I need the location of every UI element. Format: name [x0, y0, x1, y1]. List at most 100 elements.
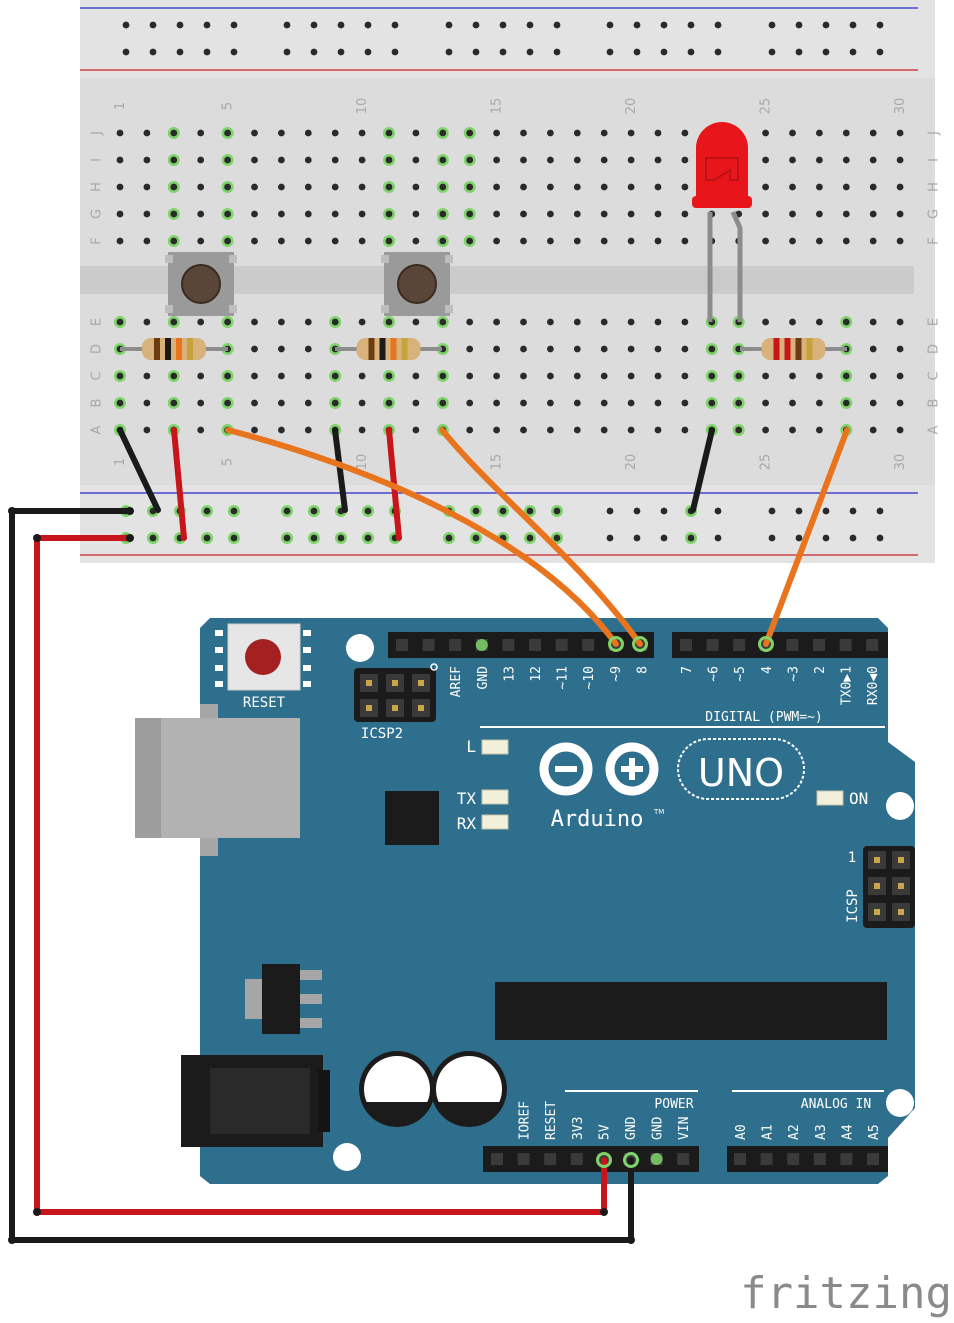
breadboard-hole	[439, 237, 447, 245]
led-on	[816, 790, 844, 806]
pin-contact	[418, 680, 424, 686]
breadboard-hole	[600, 399, 608, 407]
breadboard-hole	[331, 372, 339, 380]
rail-hole	[472, 21, 480, 29]
breadboard-hole	[600, 156, 608, 164]
rail-hole	[876, 48, 884, 56]
breadboard-hole	[224, 372, 232, 380]
breadboard-hole	[600, 426, 608, 434]
breadboard-hole	[816, 129, 823, 137]
breadboard-hole	[816, 399, 823, 407]
breadboard-hole	[762, 183, 769, 191]
breadboard-hole	[762, 372, 769, 380]
breadboard-hole	[547, 210, 554, 218]
reset-button[interactable]	[215, 623, 311, 691]
wire-endpoints	[8, 507, 774, 1244]
breadboard-hole	[251, 426, 258, 434]
orange-wire-pin4[interactable]	[763, 427, 850, 647]
column-number-top: 30	[893, 98, 908, 115]
rail-hole	[714, 48, 722, 56]
row-letter-right: I	[927, 158, 942, 162]
breadboard-hole	[869, 426, 877, 434]
breadboard-hole	[842, 372, 850, 380]
red-led[interactable]	[692, 122, 752, 322]
rail-hole	[472, 48, 480, 56]
breadboard-hole	[735, 372, 743, 380]
rail-hole	[553, 48, 561, 56]
breadboard-hole	[304, 345, 312, 353]
uno-badge-frame	[677, 738, 805, 800]
row-letter-right: H	[927, 182, 942, 192]
breadboard-hole	[466, 156, 474, 164]
orange-wire-pin8[interactable]	[439, 427, 643, 647]
breadboard-hole	[789, 372, 796, 380]
rail-hole	[606, 21, 614, 29]
resistor[interactable]	[740, 338, 847, 360]
rail-hole	[176, 21, 184, 29]
breadboard-hole	[493, 426, 500, 434]
resistor[interactable]	[120, 338, 228, 360]
orange-wire-pin9[interactable]	[225, 427, 619, 647]
rail-hole	[714, 534, 722, 542]
pin-contact	[898, 857, 904, 863]
analog-pin-label: A1	[761, 1124, 776, 1140]
digital-pin-label: ~11	[556, 666, 571, 689]
header-socket	[529, 639, 541, 651]
breadboard-hole	[197, 318, 205, 326]
breadboard-hole	[627, 345, 635, 353]
breadboard-hole	[896, 399, 904, 407]
breadboard-hole	[116, 237, 124, 245]
breadboard-hole	[170, 183, 178, 191]
uno-label: UNO	[698, 751, 784, 795]
breadboard-hole	[197, 372, 205, 380]
rail-hole	[687, 48, 695, 56]
rail-hole	[445, 534, 453, 542]
black-wire[interactable]	[690, 427, 715, 513]
led-on-label: ON	[849, 789, 868, 808]
black-wire[interactable]	[117, 427, 161, 513]
black-wire[interactable]	[332, 427, 348, 513]
capacitor	[431, 1051, 507, 1127]
breadboard-hole	[385, 399, 393, 407]
breadboard-hole	[600, 210, 608, 218]
breadboard-hole	[735, 426, 743, 434]
breadboard-hole	[896, 345, 904, 353]
breadboard-hole	[654, 183, 662, 191]
breadboard-hole	[251, 237, 258, 245]
breadboard-hole	[842, 183, 850, 191]
socket-highlight	[475, 639, 488, 651]
red-wire[interactable]	[171, 427, 187, 541]
header-socket	[840, 1153, 853, 1165]
breadboard-hole	[654, 318, 662, 326]
socket-highlight	[650, 1153, 663, 1165]
capacitor	[359, 1051, 435, 1127]
led-l	[481, 739, 509, 755]
breadboard-hole	[681, 183, 689, 191]
row-letter-right: B	[927, 399, 942, 408]
breadboard-hole	[251, 345, 258, 353]
breadboard-hole	[143, 426, 151, 434]
rail-hole	[768, 534, 776, 542]
row-letter-right: E	[927, 318, 942, 326]
breadboard-hole	[573, 399, 581, 407]
breadboard-hole	[681, 210, 689, 218]
mounting-hole	[333, 1143, 361, 1171]
led-tx	[481, 789, 509, 805]
power-pin-label: IOREF	[518, 1101, 533, 1140]
breadboard-hole	[224, 183, 232, 191]
breadboard-hole	[197, 129, 205, 137]
breadboard-hole	[304, 318, 312, 326]
rail-hole	[230, 21, 238, 29]
push-button-1[interactable]	[165, 252, 237, 316]
breadboard-hole	[520, 426, 527, 434]
breadboard-hole	[412, 318, 420, 326]
push-button-2[interactable]	[381, 252, 453, 316]
icsp-label: ICSP	[845, 889, 861, 923]
breadboard-hole	[304, 210, 312, 218]
rail-hole	[714, 507, 722, 515]
breadboard-hole	[573, 210, 581, 218]
rail-hole	[822, 507, 830, 515]
resistor[interactable]	[335, 338, 442, 360]
breadboard-hole	[143, 156, 151, 164]
